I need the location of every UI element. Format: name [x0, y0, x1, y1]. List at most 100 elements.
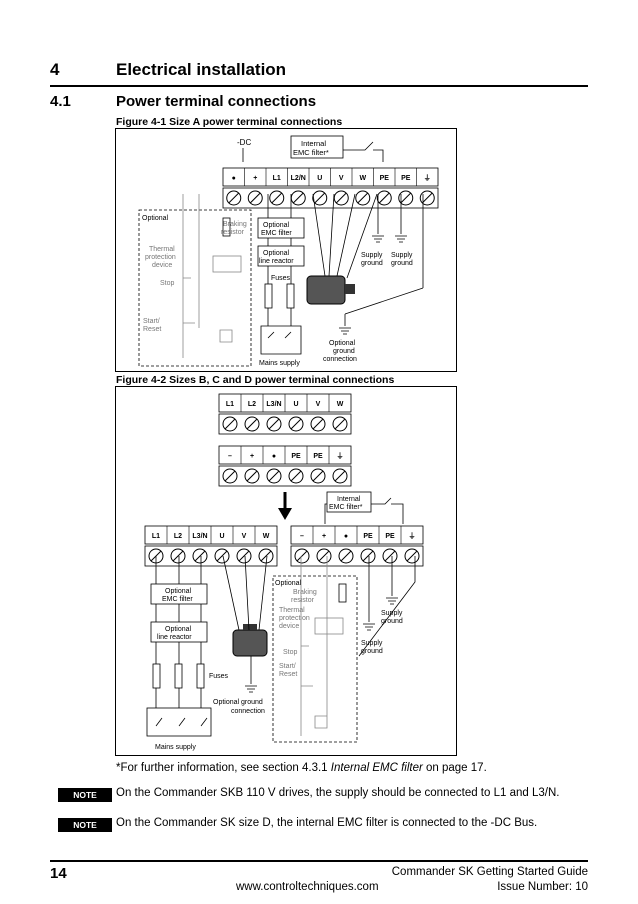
fig1-start-1: Start/ [143, 318, 160, 325]
fig2-top2-terminal-screw-0 [222, 468, 238, 484]
fig2-top2-terminal-screw-2 [266, 468, 282, 484]
fig1-emc-internal-1: Internal [301, 139, 326, 148]
fig2-braking-2: resistor [291, 597, 315, 604]
figure2-caption: Figure 4-2 Sizes B, C and D power termin… [116, 374, 395, 386]
fig1-terminal-screw-8 [398, 190, 414, 206]
fig2-top1-terminal-label-2: L3/N [266, 401, 281, 408]
fig1-terminal-screw-6 [355, 190, 371, 206]
fig1-dc: -DC [237, 138, 251, 147]
fig1-terminal-label-9: ⏚ [424, 174, 431, 182]
fig1-terminal-screw-7 [376, 190, 392, 206]
fig2-optg-2: connection [231, 708, 265, 715]
fig2-bl-terminal-label-5: W [263, 533, 270, 540]
fig2-top1-terminal-label-1: L2 [248, 401, 256, 408]
fig1-mains: Mains supply [259, 360, 300, 367]
figure2-bottom-left-terminals: L1 L2 L3/N U V W [144, 525, 278, 567]
fig2-bl-terminal-screw-2 [192, 548, 208, 564]
fig1-opt-reactor-1: Optional [263, 250, 290, 257]
header-rule [50, 85, 588, 87]
fig2-bl-terminal-screw-4 [236, 548, 252, 564]
fig2-top2-terminal-label-5: ⏚ [337, 452, 344, 460]
note-text-1: On the Commander SKB 110 V drives, the s… [116, 787, 560, 799]
fig1-braking-resistor [222, 217, 231, 237]
fig1-emc-internal-2: EMC filter* [293, 148, 329, 157]
fig1-terminal-label-5: V [339, 175, 344, 182]
fig1-terminal-screw-0 [226, 190, 242, 206]
fig1-terminal-label-4: U [317, 175, 322, 182]
figure2-bottom-right-terminals: – + ● PE PE ⏚ [290, 525, 424, 567]
fig1-terminal-screw-2 [269, 190, 285, 206]
fig2-br-terminal-label-4: PE [385, 533, 395, 540]
fig2-start-1: Start/ [279, 663, 296, 670]
fig1-start-2: Reset [143, 326, 161, 333]
fig1-terminal-label-2: L1 [273, 175, 281, 182]
fig2-br-terminal-screw-3 [360, 548, 376, 564]
fig2-thermal-1: Thermal [279, 607, 305, 614]
fig1-terminal-label-8: PE [401, 175, 411, 182]
website-url: www.controltechniques.com [236, 881, 379, 893]
fig2-top1-terminal-screw-0 [222, 416, 238, 432]
fig2-bl-terminal-label-2: L3/N [192, 533, 207, 540]
fig2-opt-reactor-1: Optional [165, 626, 192, 633]
fig2-br-terminal-label-3: PE [363, 533, 373, 540]
fig2-supply-2: ground [381, 618, 403, 625]
guide-title: Commander SK Getting Started Guide [391, 866, 588, 878]
fig2-emc-internal-2: EMC filter* [329, 504, 363, 511]
fig2-bl-terminal-label-3: U [219, 533, 224, 540]
fig2-supply-1: Supply [381, 610, 403, 617]
fig2-start-2: Reset [279, 671, 297, 678]
fig2-opt-emc-2: EMC filter [162, 596, 193, 603]
fig2-supply-4: ground [361, 648, 383, 655]
fig2-top1-terminal-label-0: L1 [226, 401, 234, 408]
fig1-optg-2: ground [333, 348, 355, 355]
fig2-braking-1: Braking [293, 589, 317, 596]
fig2-br-terminal-label-1: + [322, 533, 326, 540]
fig2-bl-terminal-screw-1 [170, 548, 186, 564]
fig1-terminal-screw-5 [333, 190, 349, 206]
fig1-optg-3: connection [323, 356, 357, 363]
fig2-br-terminal-label-0: – [300, 533, 304, 540]
page-number: 14 [50, 865, 67, 882]
fig1-stop: Stop [160, 280, 175, 287]
fig1-optional-label: Optional [142, 215, 169, 222]
fig2-bl-terminal-label-1: L2 [174, 533, 182, 540]
fig2-top1-terminal-label-4: V [316, 401, 321, 408]
fig2-br-terminal-screw-2 [338, 548, 354, 564]
note-badge-1: NOTE [58, 788, 112, 802]
fig2-br-terminal-screw-1 [316, 548, 332, 564]
fig2-supply-3: Supply [361, 640, 383, 647]
fig1-terminal-screw-9 [419, 190, 435, 206]
fig2-optg-1: Optional ground [213, 699, 263, 706]
fig1-opt-emc-1: Optional [263, 222, 290, 229]
fig2-mains: Mains supply [155, 744, 196, 751]
fig2-thermal-3: device [279, 623, 299, 630]
fig2-thermal-2: protection [279, 615, 310, 622]
fig2-bl-terminal-label-0: L1 [152, 533, 160, 540]
fig1-opt-emc-2: EMC filter [261, 230, 292, 237]
fig2-top2-terminal-screw-5 [332, 468, 348, 484]
fig1-braking-label-2: resistor [221, 229, 245, 236]
fig2-top1-terminal-screw-3 [288, 416, 304, 432]
fig2-top2-terminal-label-1: + [250, 453, 254, 460]
fig2-top2-terminal-label-4: PE [313, 453, 323, 460]
fig2-top1-terminal-screw-1 [244, 416, 260, 432]
fig2-bl-terminal-label-4: V [242, 533, 247, 540]
fig1-optg-1: Optional [329, 340, 356, 347]
fig2-emc-internal-1: Internal [337, 496, 361, 503]
chapter-title: Electrical installation [116, 60, 287, 79]
fig2-br-terminal-screw-4 [382, 548, 398, 564]
fig1-terminal-label-6: W [359, 175, 366, 182]
fig1-terminal-screw-1 [247, 190, 263, 206]
fig1-terminal-screw-4 [312, 190, 328, 206]
fig2-br-terminal-label-5: ⏚ [409, 532, 416, 540]
fig2-top2-terminal-label-0: – [228, 453, 232, 460]
fig2-top1-terminal-label-5: W [337, 401, 344, 408]
fig2-br-terminal-screw-5 [404, 548, 420, 564]
fig1-terminal-label-3: L2/N [291, 175, 306, 182]
fig2-br-terminal-label-2: ● [344, 533, 348, 540]
fig2-br-terminal-screw-0 [294, 548, 310, 564]
